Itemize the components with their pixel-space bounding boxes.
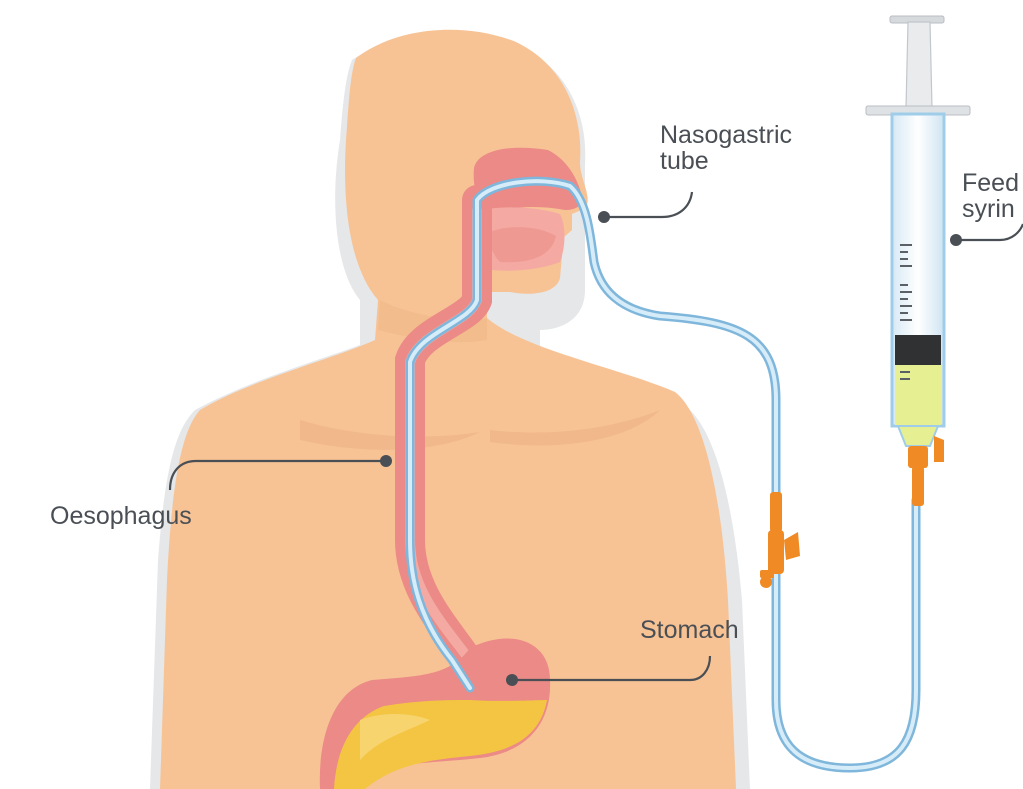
label-syringe-line2: syrin: [962, 196, 1019, 222]
syringe-feed: [895, 365, 941, 425]
label-syringe-line1: Feed: [962, 170, 1019, 196]
label-oesophagus: Oesophagus: [50, 503, 192, 529]
syringe-tip: [898, 426, 938, 446]
dot-oesophagus: [380, 455, 392, 467]
label-nasogastric-line1: Nasogastric: [660, 122, 792, 148]
plunger-rod: [906, 22, 932, 108]
dot-nasogastric: [598, 211, 610, 223]
label-feeding-syringe: Feed syrin: [962, 170, 1019, 222]
leader-nasogastric: [604, 192, 692, 217]
tube-y-connector: [760, 492, 800, 588]
label-nasogastric-tube: Nasogastric tube: [660, 122, 792, 174]
plunger-seal: [895, 335, 941, 365]
feeding-syringe: [866, 16, 970, 506]
label-nasogastric-line2: tube: [660, 148, 792, 174]
syringe-connector: [908, 436, 944, 506]
label-stomach: Stomach: [640, 617, 739, 643]
dot-syringe: [950, 234, 962, 246]
dot-stomach: [506, 674, 518, 686]
leader-syringe: [956, 224, 1023, 240]
